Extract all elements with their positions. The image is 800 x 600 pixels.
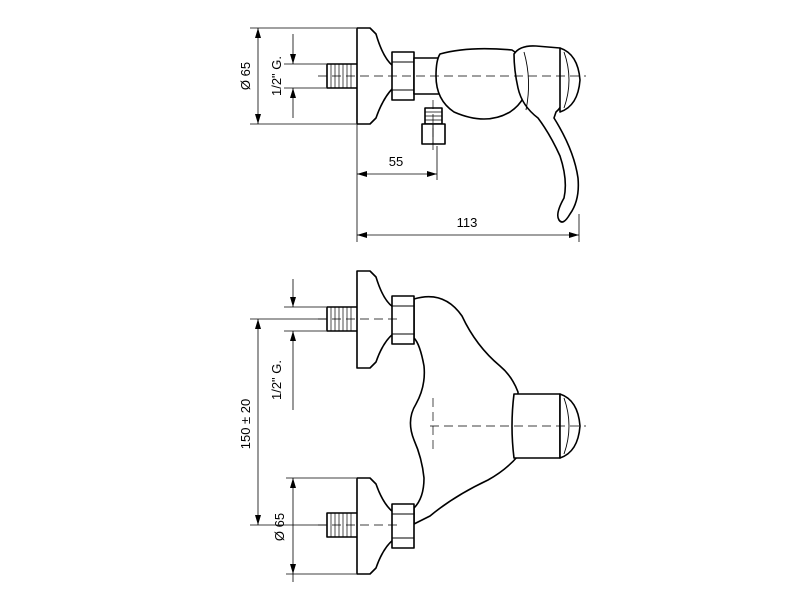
side-view-outlet xyxy=(421,107,446,145)
plan-view-thread-dimension xyxy=(284,279,326,410)
side-view-handle-inner-line xyxy=(523,51,529,111)
plan-view-upper-flange xyxy=(356,270,394,369)
plan-view-center-distance-dimension xyxy=(250,318,326,526)
plan-view: 1/2" G. 150 ± 20 Ø 65 xyxy=(238,270,586,582)
side-view-length-dimension xyxy=(357,214,580,242)
side-view-thread-label: 1/2" G. xyxy=(269,56,284,96)
side-view-thread-dimension xyxy=(284,34,326,118)
plan-view-lower-hex-nut xyxy=(391,503,415,549)
plan-view-mixer-body xyxy=(409,295,519,525)
plan-view-diameter-dimension xyxy=(286,477,356,582)
side-view-diameter-dimension xyxy=(250,27,356,125)
side-view: Ø 65 1/2" G. 55 113 xyxy=(238,27,586,242)
plan-view-center-distance-label: 150 ± 20 xyxy=(238,399,253,450)
side-view-length-label: 113 xyxy=(457,215,478,230)
plan-view-lower-flange xyxy=(356,477,394,575)
side-view-diameter-label: Ø 65 xyxy=(238,62,253,90)
plan-view-diameter-label: Ø 65 xyxy=(272,513,287,541)
side-view-outlet-dimension xyxy=(356,124,438,242)
plan-view-upper-hex-nut xyxy=(391,295,415,345)
side-view-cap-dome xyxy=(559,47,581,113)
side-view-outlet-label: 55 xyxy=(389,154,403,169)
plan-view-thread-label: 1/2" G. xyxy=(269,360,284,400)
